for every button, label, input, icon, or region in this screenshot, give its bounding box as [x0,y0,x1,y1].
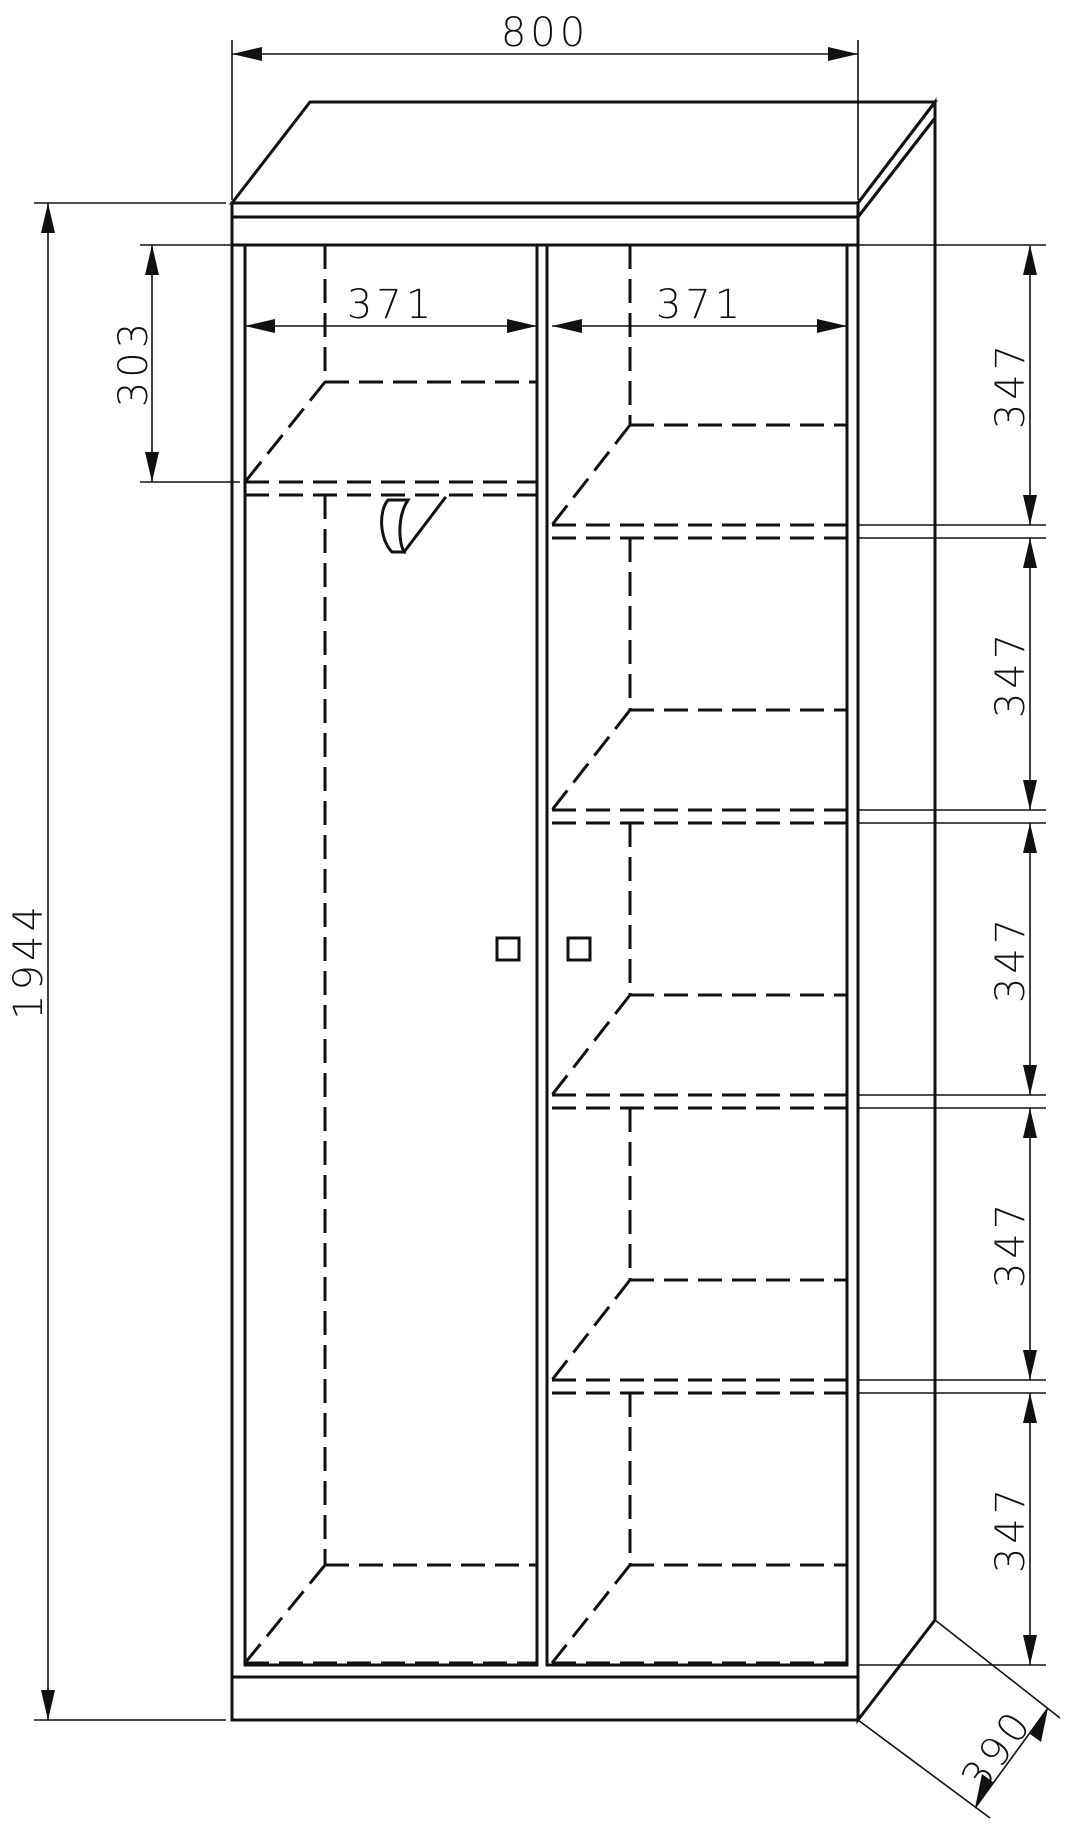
dimension-left-compartment-width: 371 [245,282,537,333]
side-panel [856,113,937,1725]
top-board-front [230,201,860,219]
front-frame [230,243,860,1722]
shelf-height-label-4: 347 [988,1200,1034,1288]
left-door [243,243,539,1667]
dimension-top-shelf-height: 303 [111,244,240,483]
shelf-height-label-3: 347 [988,915,1034,1003]
left-compartment [243,245,539,1665]
shelf-height-label-1: 347 [988,341,1034,429]
dimension-total-width: 800 [231,10,859,200]
shelf-height-label-5: 347 [988,1485,1034,1573]
hanger-rail-icon [380,495,448,555]
wardrobe-body [228,97,939,1725]
right-door [545,243,849,1667]
total-width-label: 800 [501,10,589,56]
dimension-shelf-heights: 347 347 347 347 347 [858,244,1046,1666]
right-width-label: 371 [656,282,744,328]
door-handle-icon [495,936,592,962]
total-height-label: 1944 [6,902,52,1020]
right-door-handle [566,936,592,962]
left-door-handle [495,936,521,962]
top-board-top-face [228,100,939,205]
dimension-total-height: 1944 [6,202,226,1721]
cornice [230,215,860,247]
dimension-right-compartment-width: 371 [552,282,847,333]
depth-label: 390 [953,1701,1042,1800]
top-shelf-height-label: 303 [111,319,157,407]
right-compartment [550,245,849,1665]
shelf-height-label-2: 347 [988,630,1034,718]
left-width-label: 371 [347,282,435,328]
